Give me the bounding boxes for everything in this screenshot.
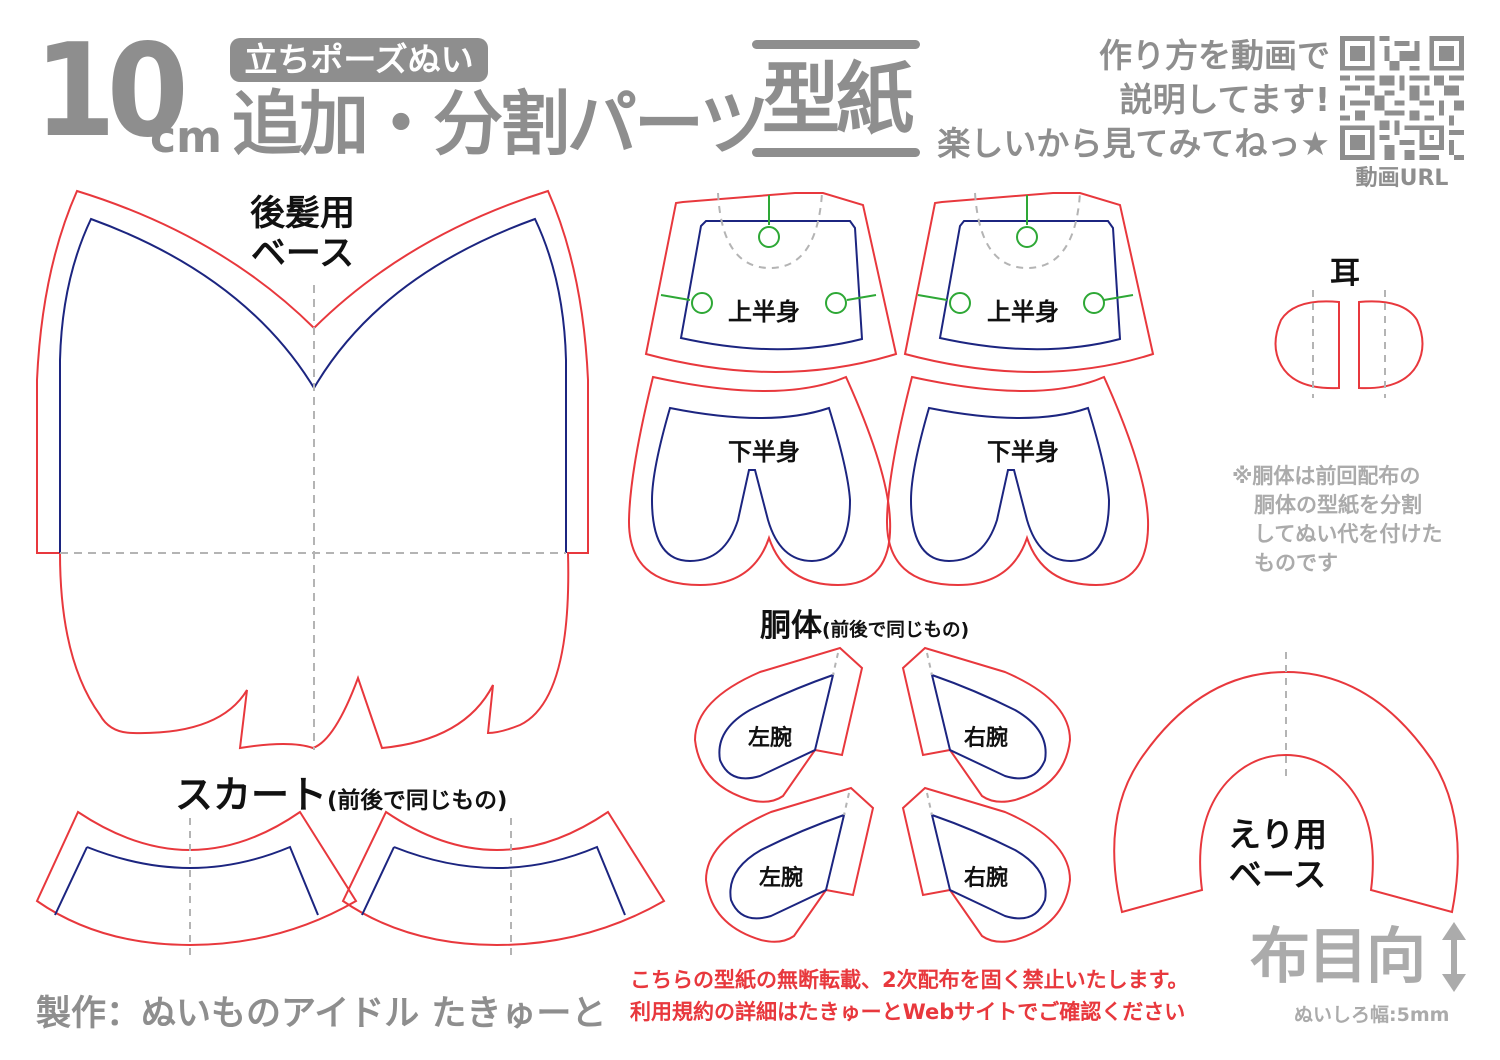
upper-body-piece-1 [644,192,898,373]
title-bottom-bar [752,148,920,157]
pose-type-badge: 立ちポーズぬい [230,38,488,82]
torso-heading-suffix: (前後で同じもの) [822,620,970,641]
skirt-piece-2 [341,810,666,955]
page-title: 型紙 [761,55,914,145]
video-promo-text: 作り方を動画で 説明してます! 楽しいから見てみてねっ★ [937,34,1330,166]
promo-line-3: 楽しいから見てみてねっ★ [937,124,1330,163]
grain-direction-label: 布目向 [1250,922,1426,992]
right-arm-label-1: 右腕 [964,726,1009,751]
upper-body-piece-2 [903,192,1155,373]
warning-line-1: こちらの型紙の無断転載、2次配布を固く禁止いたします。 [630,968,1189,992]
skirt-heading: スカート(前後で同じもの) [175,764,507,819]
lower-body-label-1: 下半身 [728,438,800,466]
promo-line-2: 説明してます! [1119,80,1330,119]
title-top-bar [752,40,920,49]
back-hair-label-line-1: 後髪用 [250,194,356,234]
lower-body-label-2: 下半身 [987,438,1059,466]
lower-body-piece-1 [627,375,892,587]
copyright-warning: こちらの型紙の無断転載、2次配布を固く禁止いたします。 利用規約の詳細はたきゅー… [630,964,1189,1028]
ear-label: 耳 [1330,256,1360,291]
back-hair-base-piece [36,189,589,750]
back-hair-label-line-2: ベース [250,234,355,274]
left-arm-label-1: 左腕 [748,726,793,751]
note-line-4: ものです [1254,551,1338,575]
right-arm-piece-2 [901,786,1072,943]
note-line-3: してぬい代を付けた [1254,522,1443,546]
promo-line-1: 作り方を動画で [1099,36,1330,75]
size-unit: cm [150,112,222,163]
collar-label: えり用 ベース [1228,815,1327,895]
left-arm-piece-2 [704,786,875,943]
grain-direction-text: 布目向 [1250,922,1426,992]
page-title-boxed: 型紙 [752,40,920,158]
collar-label-line-2: ベース [1228,855,1327,894]
size-number: 10 [34,17,189,166]
upper-body-label-1: 上半身 [728,298,800,326]
skirt-piece-1 [35,810,358,955]
double-arrow-vertical-icon [1442,922,1466,992]
right-arm-piece-1 [901,646,1072,803]
torso-heading-text: 胴体 [760,608,822,644]
back-hair-label: 後髪用 ベース [250,194,355,274]
page-subtitle: 追加・分割パーツ [232,83,770,165]
left-arm-piece-1 [693,646,864,803]
torso-note: ※胴体は前回配布の 胴体の型紙を分割 してぬい代を付けた ものです [1232,462,1442,578]
seam-allowance-label: ぬいしろ幅:5mm [1294,1004,1450,1026]
warning-line-2: 利用規約の詳細はたきゅーとWebサイトでご確認ください [630,1000,1186,1024]
note-line-2: 胴体の型紙を分割 [1254,493,1422,517]
note-line-1: ※胴体は前回配布の [1232,464,1421,488]
right-arm-label-2: 右腕 [964,866,1009,891]
skirt-heading-suffix: (前後で同じもの) [327,788,508,814]
qr-code-icon[interactable] [1340,36,1464,160]
creator-credit: 製作：ぬいものアイドル たきゅーと [36,994,607,1034]
qr-code-label: 動画URL [1355,166,1449,191]
skirt-heading-text: スカート [175,773,328,817]
collar-label-line-1: えり用 [1228,815,1327,854]
left-arm-label-2: 左腕 [759,866,804,891]
ear-pieces [1274,290,1424,398]
lower-body-piece-2 [885,375,1150,587]
collar-base-piece [1113,652,1459,914]
upper-body-label-2: 上半身 [987,298,1059,326]
torso-heading: 胴体(前後で同じもの) [760,600,969,645]
